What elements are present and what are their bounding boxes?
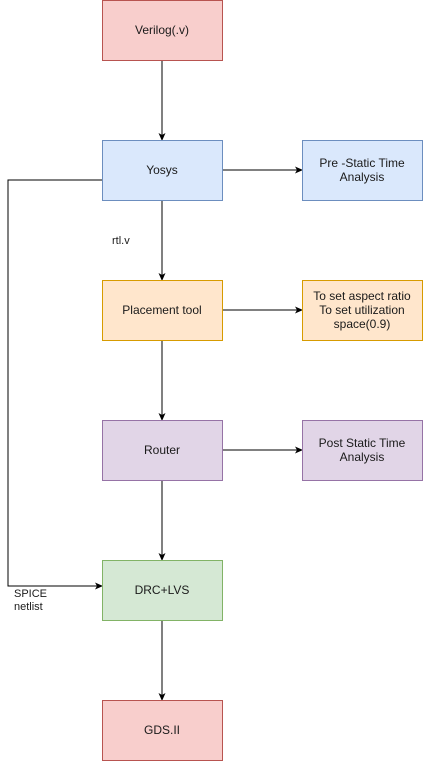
node-drc-lvs[interactable]: DRC+LVS bbox=[102, 560, 223, 621]
node-verilog-label: Verilog(.v) bbox=[135, 23, 189, 37]
node-post-static-time-analysis-label: Analysis bbox=[340, 450, 385, 464]
edge-label-spice: netlist bbox=[14, 601, 43, 613]
node-placement-settings-box bbox=[302, 280, 423, 341]
node-placement-tool[interactable]: Placement tool bbox=[102, 280, 223, 341]
node-yosys-box bbox=[102, 140, 223, 201]
node-verilog-box bbox=[102, 0, 223, 61]
node-drc-lvs-label: DRC+LVS bbox=[135, 583, 190, 597]
node-placement-tool-label: Placement tool bbox=[122, 303, 201, 317]
node-placement-settings-label: space(0.9) bbox=[334, 317, 391, 331]
node-pre-static-time-analysis-label: Pre -Static Time bbox=[319, 156, 405, 170]
node-placement-settings-label: To set utilization bbox=[319, 303, 404, 317]
node-pre-static-time-analysis-label: Analysis bbox=[340, 170, 385, 184]
node-verilog[interactable]: Verilog(.v) bbox=[102, 0, 223, 61]
node-drc-lvs-box bbox=[102, 560, 223, 621]
node-yosys-label: Yosys bbox=[146, 163, 178, 177]
edge-yosys-spice-drc bbox=[7, 179, 103, 590]
node-post-static-time-analysis-label: Post Static Time bbox=[319, 436, 406, 450]
node-placement-tool-box bbox=[102, 280, 223, 341]
node-pre-static-time-analysis-box bbox=[302, 140, 423, 201]
node-placement-settings-label: To set aspect ratio bbox=[313, 289, 411, 303]
edges bbox=[7, 60, 303, 701]
node-gds-ii-label: GDS.II bbox=[144, 723, 180, 737]
node-gds-ii-box bbox=[102, 700, 223, 761]
edge-label-rtl: rtl.v bbox=[112, 235, 130, 247]
node-post-static-time-analysis-box bbox=[302, 420, 423, 481]
node-yosys[interactable]: Yosys bbox=[102, 140, 223, 201]
node-router[interactable]: Router bbox=[102, 420, 223, 481]
edge-label-spice: SPICE bbox=[14, 588, 47, 600]
node-router-box bbox=[102, 420, 223, 481]
node-gds-ii[interactable]: GDS.II bbox=[102, 700, 223, 761]
node-router-label: Router bbox=[144, 443, 180, 457]
